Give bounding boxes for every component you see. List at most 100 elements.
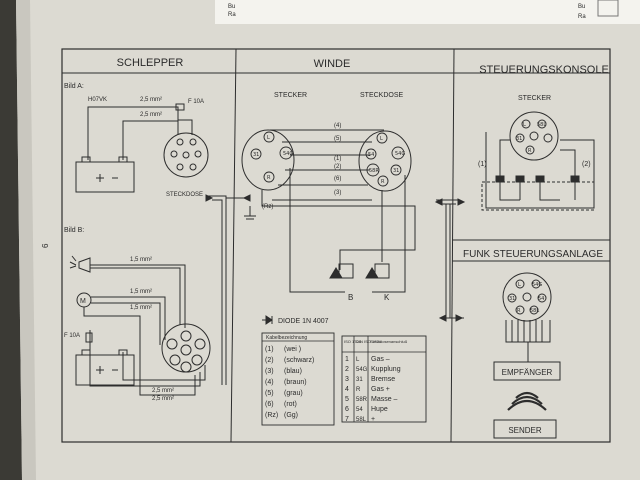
horn-rays-icon: [69, 255, 77, 269]
wire-legend-number: (Rz): [265, 412, 278, 419]
bild-a-plus-wire: [87, 106, 193, 160]
konsole-wire-left: (1): [478, 161, 487, 168]
pin-table-din: 54G: [356, 367, 368, 373]
wire-legend-number: (1): [265, 346, 274, 353]
cable-connector-line: [206, 195, 227, 385]
funk-plug-pin: [529, 305, 539, 315]
bild-a-minus-wire: [122, 120, 179, 160]
wire-legend-header: Kabelbezeichnung: [266, 335, 307, 341]
plug-pin-label: 31: [253, 152, 259, 158]
plug-pin: [263, 131, 275, 143]
header-schlepper: SCHLEPPER: [117, 57, 184, 69]
socket-pin-label: 54: [368, 152, 374, 158]
pin-table-function: +: [371, 416, 375, 423]
bild-b-wire-1: [90, 264, 186, 328]
bild-b-socket-pin: [191, 354, 203, 366]
socket-pin: [391, 146, 405, 160]
funk-pin-label: L: [518, 282, 521, 288]
bild-a-cable: H07VK: [88, 97, 107, 103]
funk-plug-pin: [522, 292, 532, 302]
pin-table-header-din: DIN ISO 1724: [356, 339, 382, 344]
winde-pin-circles: [250, 131, 405, 187]
switch-knob: [515, 175, 525, 183]
bild-a-battery: [75, 161, 135, 193]
winde-stecker-label: STECKER: [274, 92, 307, 99]
pin-table-iso: 1: [345, 356, 349, 363]
konsole-plug-pin: [543, 133, 553, 143]
switch-knob: [570, 175, 580, 183]
bild-b-battery-terminal-plus: [81, 349, 91, 356]
winde-wire-to-valve-b: [261, 190, 416, 270]
bild-b-wire-label-1: 1,5 mm²: [130, 257, 152, 263]
konsole-wire-right: (2): [582, 161, 591, 168]
konsole-pin-labels: L 58L 31 R: [516, 122, 546, 154]
header-steuerungskonsole: STEUERUNGSKONSOLE: [479, 64, 609, 76]
bild-a-wire2: 2,5 mm²: [140, 112, 162, 118]
radio-waves-icon: [507, 391, 547, 411]
funk-pin-labels: L 54G 31 R 54 58L: [509, 282, 544, 314]
diode-icon: [262, 315, 273, 325]
pin-table-din: 58L: [356, 417, 367, 423]
wire-legend-rows: (1)(wei )(2)(schwarz)(3)(blau)(4)(braun)…: [265, 346, 314, 419]
konsole-pin-label: 31: [516, 136, 522, 142]
bild-b-fuse: [85, 332, 93, 343]
diode-k: [365, 267, 379, 279]
receiver-label: EMPFÄNGER: [502, 368, 553, 377]
pin-table-function: Kupplung: [371, 366, 401, 373]
funk-plug: [502, 272, 552, 322]
bild-b-battery-terminal-minus: [118, 349, 128, 356]
bild-a-wire1: 2,5 mm²: [140, 97, 162, 103]
wire-legend-box: [261, 332, 335, 426]
bild-b-title: Bild B:: [64, 227, 84, 234]
socket-pin-label: 54G: [395, 151, 405, 157]
konsole-pin-label: R: [528, 148, 532, 154]
wire-legend-number: (6): [265, 401, 274, 408]
bild-a-battery-terminal-minus: [118, 156, 128, 163]
konsole-plug-pin: [537, 119, 547, 129]
valve-k-label: K: [384, 293, 390, 302]
bild-a-socket-pin: [170, 150, 178, 158]
konsole-plug: [509, 111, 559, 161]
bild-b-wire-7: [122, 352, 206, 381]
pin-table-din: L: [356, 357, 360, 363]
horn-icon: [78, 257, 91, 273]
bild-a-title: Bild A:: [64, 83, 84, 90]
pin-table-din: 31: [356, 377, 363, 383]
pin-table: ISO 1724 DIN ISO 1724 Steckdosenanschluß…: [341, 335, 427, 423]
bild-a-socket-pin: [176, 163, 184, 171]
bild-b-wire-label-3: 1,5 mm²: [130, 305, 152, 311]
socket-pin-label: L: [380, 136, 383, 142]
winde-socket: [358, 130, 412, 192]
bild-a-socket-pin: [176, 138, 184, 146]
bild-b-wire-label-2: 1,5 mm²: [130, 289, 152, 295]
bild-b-socket-pin: [169, 354, 181, 366]
bild-b-socket-pin: [180, 330, 192, 342]
pin-table-function: Masse –: [371, 396, 398, 403]
pin-table-din: 54: [356, 407, 363, 413]
bild-b: Bild B: M F 10A 1,5 mm² 1,5 mm² 1,5 mm² …: [64, 227, 211, 402]
bild-b-wire-label-5: 2,5 mm²: [152, 396, 174, 402]
bild-b-wire-6: [89, 330, 201, 387]
cable-connector: [205, 194, 251, 385]
winde-wire-6: (6): [334, 176, 341, 182]
winde-wire-2: (2): [334, 164, 341, 170]
winde-plug: [241, 129, 295, 191]
ground-icon: [244, 206, 256, 220]
funk-plug-pin: [515, 305, 525, 315]
bild-a-battery-terminal-plus: [81, 156, 91, 163]
winde-steckdose-label: STECKDOSE: [360, 92, 404, 99]
fragment-box: [597, 0, 619, 17]
bild-b-battery-symbols: [96, 366, 118, 374]
wire-legend-color: (braun): [284, 379, 307, 386]
paper-page: [16, 0, 640, 480]
socket-pin: [365, 148, 377, 160]
socket-pin-label: 31: [393, 168, 399, 174]
konsole-inner-wire: [499, 139, 576, 182]
funk-cable-lines: [511, 320, 543, 362]
winde-wire-3: (3): [334, 190, 341, 196]
winde-wire-rz: (Rz): [262, 204, 273, 210]
pin-table-function: Gas –: [371, 356, 390, 363]
cable-arrow-right: [242, 194, 251, 202]
winde-wire-1: (1): [334, 156, 341, 162]
